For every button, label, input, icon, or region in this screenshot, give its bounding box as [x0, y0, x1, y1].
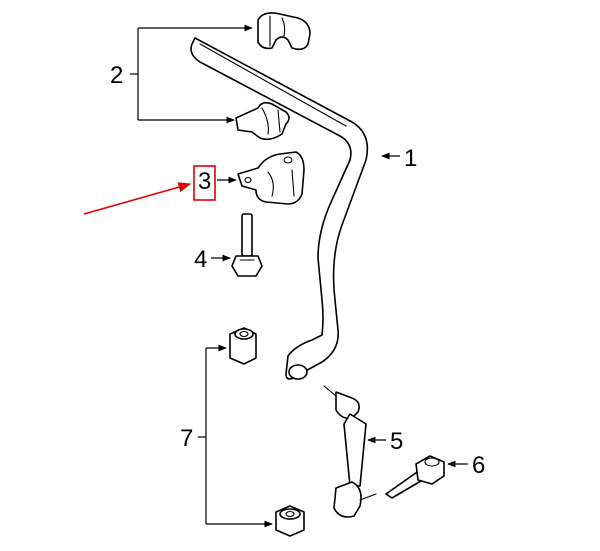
stabilizer-bar: [190, 37, 369, 380]
highlight-box: [193, 165, 216, 201]
upper-nut: [229, 327, 257, 365]
callout-7: 7: [180, 425, 193, 452]
leader-lines: [130, 24, 468, 528]
callout-3: 3: [198, 168, 211, 195]
stabilizer-link: [323, 385, 377, 518]
link-bolt: [385, 455, 445, 499]
bracket-bolt: [231, 213, 263, 277]
callout-2: 2: [110, 62, 123, 89]
highlight-arrow: [83, 182, 192, 215]
callout-4: 4: [194, 246, 207, 273]
bushing-lower-half: [235, 101, 290, 141]
lower-nut: [275, 505, 305, 537]
bushing-upper-half: [257, 12, 311, 51]
callout-5: 5: [390, 428, 403, 455]
callout-1: 1: [404, 145, 417, 172]
callout-6: 6: [472, 452, 485, 479]
stabilizer-bracket: [237, 151, 305, 205]
